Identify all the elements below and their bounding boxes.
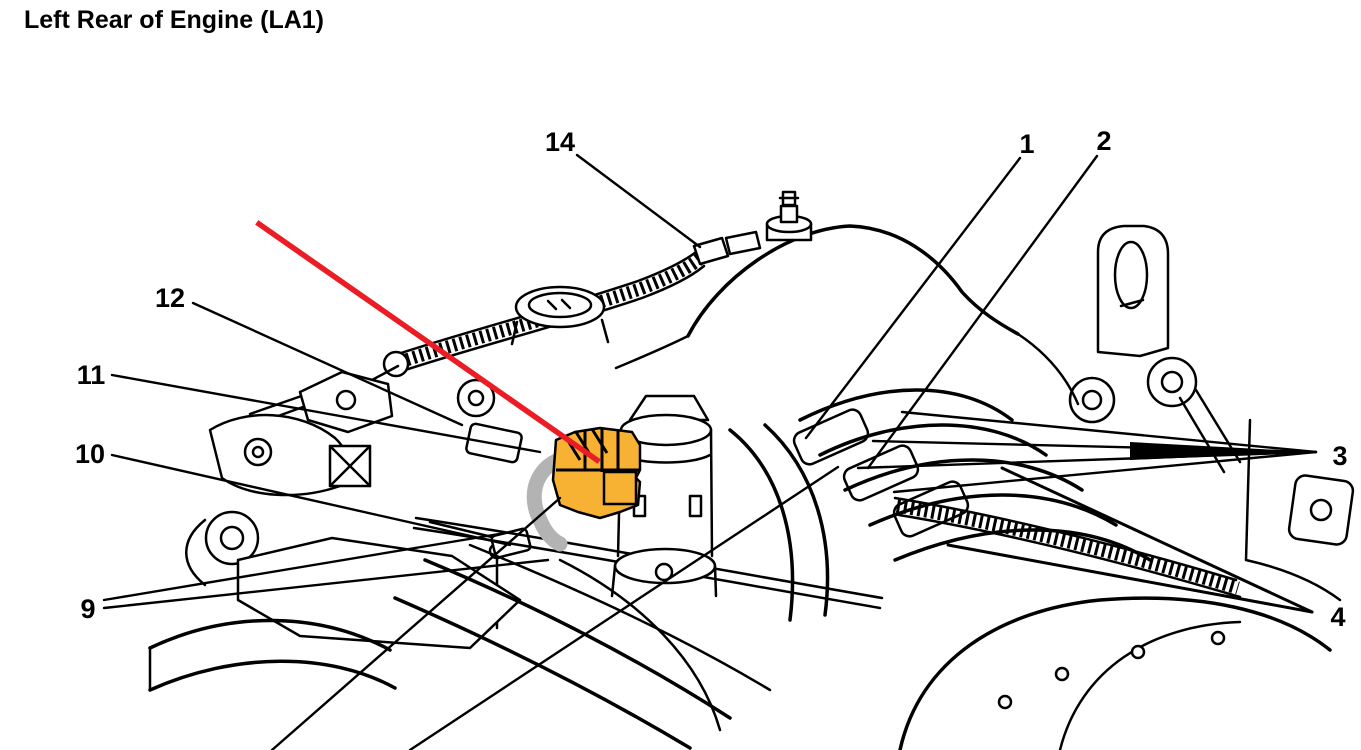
callout-1: 1 (804, 129, 1035, 440)
callout-label-11: 11 (77, 360, 106, 390)
engine-line-art (148, 190, 1355, 750)
highlighted-component-group (526, 426, 642, 552)
engine-lift-bracket (1068, 224, 1242, 474)
red-pointer-line (255, 220, 601, 464)
cutoff-bottom-leader-lines (270, 465, 840, 750)
callout-3: 3 (856, 410, 1348, 494)
callout-12: 12 (155, 283, 464, 427)
callout-label-14: 14 (545, 127, 575, 157)
callout-label-2: 2 (1096, 126, 1111, 156)
oil-fill-cap (510, 285, 610, 346)
ignition-coils (792, 408, 970, 538)
callouts: 14 1 2 12 11 10 (75, 126, 1348, 750)
bell-housing (898, 418, 1355, 750)
left-bracket-cluster (185, 370, 523, 587)
spark-plug-wires (798, 388, 1242, 599)
page-title: Left Rear of Engine (LA1) (24, 6, 325, 34)
callout-label-4: 4 (1330, 602, 1345, 632)
callout-9: 9 (80, 531, 550, 624)
callout-label-12: 12 (155, 283, 185, 313)
callout-label-3: 3 (1332, 441, 1347, 471)
solenoid-canister (610, 394, 718, 598)
callout-11: 11 (77, 360, 542, 454)
callout-10: 10 (75, 439, 512, 547)
callout-14: 14 (545, 127, 702, 249)
callout-2: 2 (866, 126, 1112, 470)
callout-4: 4 (946, 466, 1346, 632)
intake-manifold (614, 190, 1020, 370)
callout-label-9: 9 (80, 594, 95, 624)
callout-label-1: 1 (1019, 129, 1034, 159)
callout-label-10: 10 (75, 439, 105, 469)
